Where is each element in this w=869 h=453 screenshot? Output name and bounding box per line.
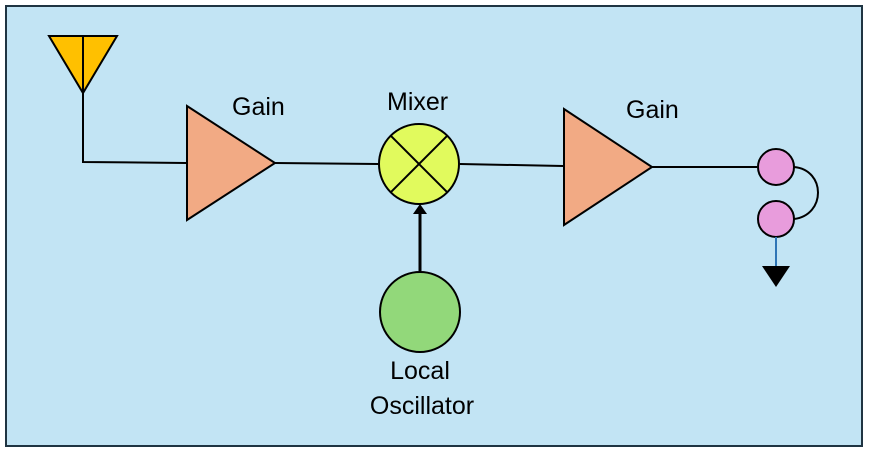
wire-antenna-to-gain-1 bbox=[82, 93, 187, 164]
output-port-icon bbox=[757, 148, 819, 238]
mixer-icon bbox=[378, 123, 460, 205]
arrow-head-icon bbox=[413, 204, 427, 214]
diagram-background bbox=[5, 5, 863, 447]
local-oscillator-label-line-2: Oscillator bbox=[370, 392, 474, 420]
wire-gain-1-to-mixer bbox=[274, 162, 379, 165]
gain-2-amplifier-icon bbox=[563, 107, 654, 227]
output-port-bottom bbox=[757, 200, 795, 238]
mixer-label: Mixer bbox=[387, 88, 448, 116]
ground-icon bbox=[762, 266, 790, 287]
output-port-top bbox=[757, 148, 795, 186]
output-loop-wire bbox=[793, 166, 819, 220]
wire-mixer-to-gain-2 bbox=[459, 163, 564, 167]
gain-1-label: Gain bbox=[232, 93, 285, 121]
antenna-icon bbox=[47, 35, 119, 95]
local-oscillator-icon bbox=[379, 271, 461, 353]
gain-1-amplifier-icon bbox=[186, 104, 277, 222]
gain-2-label: Gain bbox=[626, 96, 679, 124]
mixer-cross-line-2 bbox=[389, 134, 449, 194]
local-oscillator-label-line-1: Local bbox=[390, 357, 450, 385]
